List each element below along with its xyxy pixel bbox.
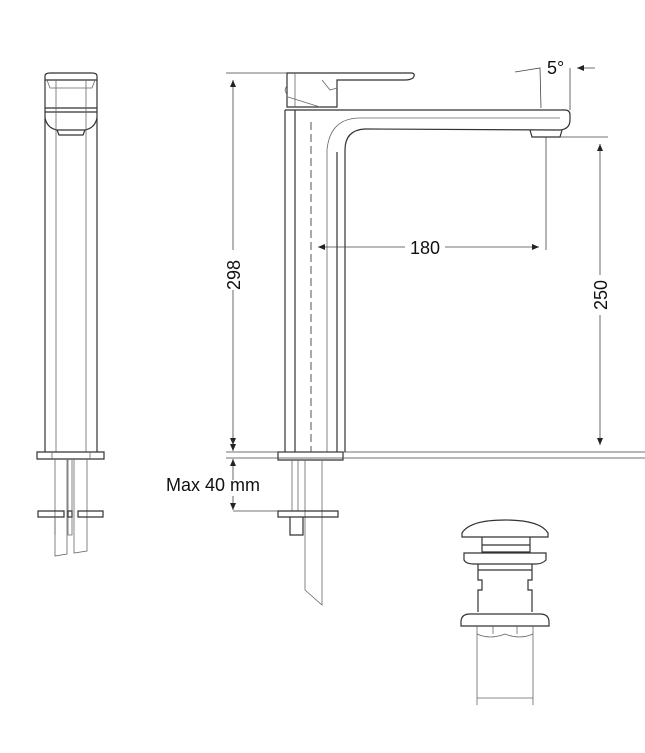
side-view xyxy=(36,72,105,557)
dimension-total-height: 298 xyxy=(224,260,244,290)
front-view xyxy=(277,72,571,606)
dimension-spout-height: 250 xyxy=(591,280,611,310)
dimension-lines xyxy=(226,68,645,512)
dimension-max-deck: Max 40 mm xyxy=(166,475,260,495)
pop-up-waste xyxy=(460,519,550,705)
dimension-spout-angle: 5° xyxy=(547,58,564,78)
dimension-spout-reach: 180 xyxy=(410,238,440,258)
